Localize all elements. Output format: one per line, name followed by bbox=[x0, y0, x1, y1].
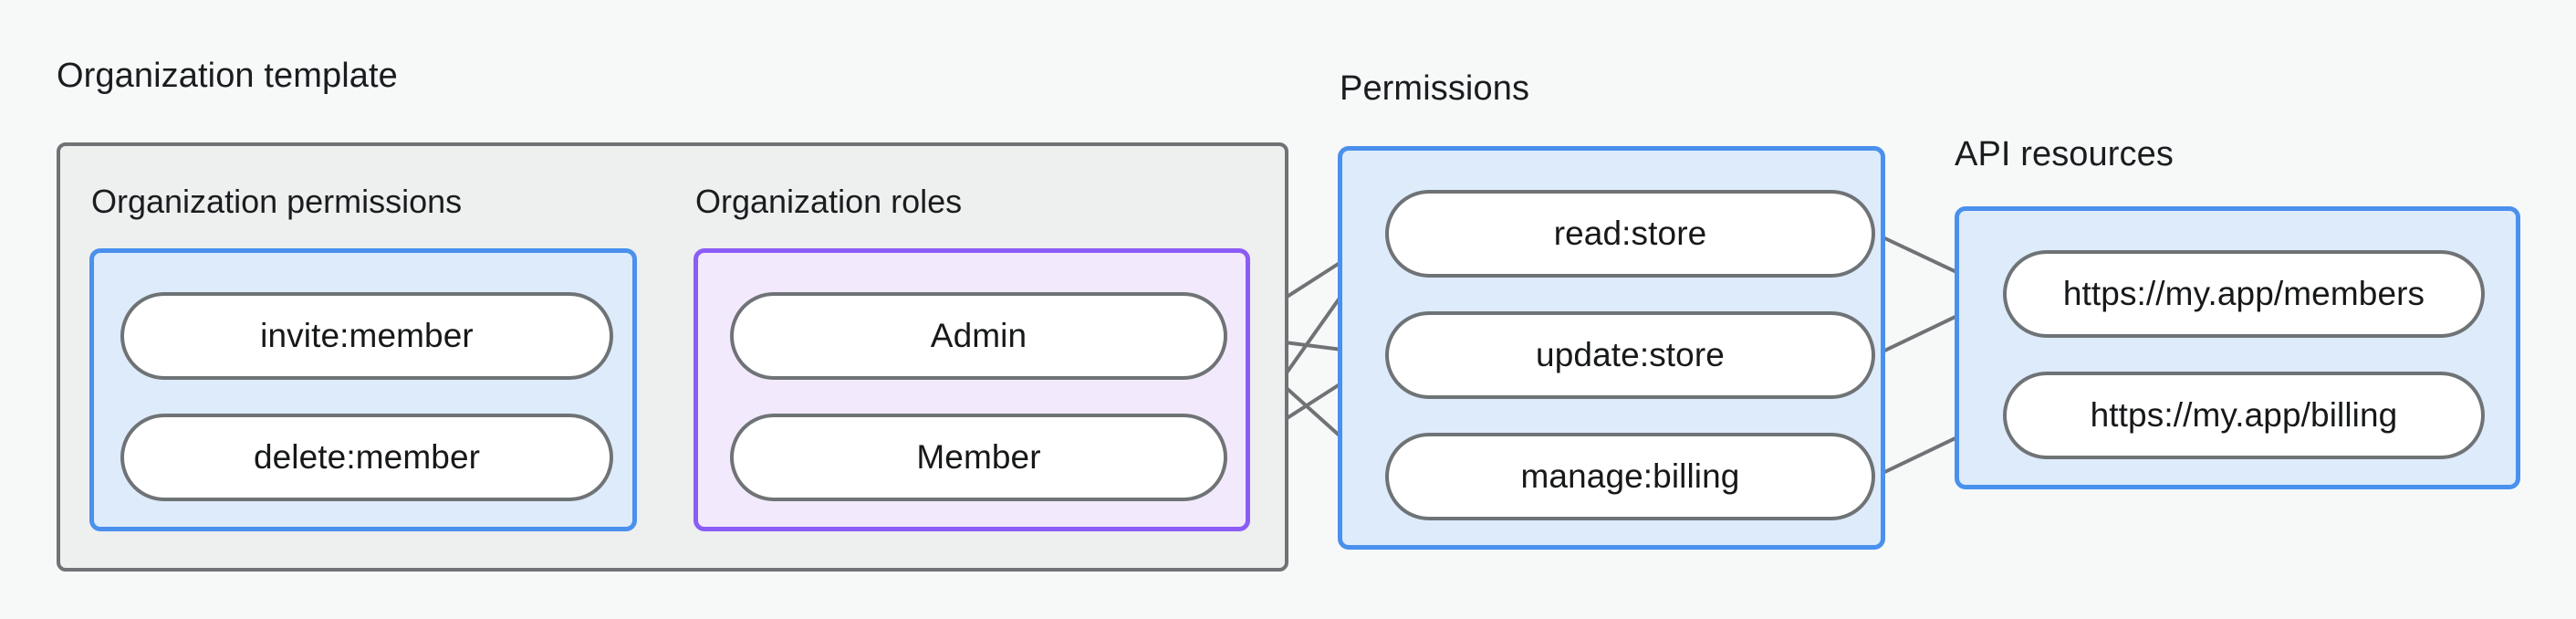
node-billing-url[interactable]: https://my.app/billing bbox=[2003, 372, 2485, 459]
node-billing-url-label: https://my.app/billing bbox=[2090, 396, 2398, 434]
node-read-store[interactable]: read:store bbox=[1385, 190, 1875, 278]
permissions-title: Permissions bbox=[1340, 69, 1530, 108]
organization-permissions-title: Organization permissions bbox=[91, 183, 463, 220]
node-delete-member-label: delete:member bbox=[253, 438, 481, 476]
node-update-store[interactable]: update:store bbox=[1385, 311, 1875, 399]
node-manage-billing[interactable]: manage:billing bbox=[1385, 433, 1875, 520]
organization-roles-title: Organization roles bbox=[695, 183, 963, 220]
node-read-store-label: read:store bbox=[1553, 215, 1707, 252]
node-members-url[interactable]: https://my.app/members bbox=[2003, 250, 2485, 338]
node-member[interactable]: Member bbox=[730, 414, 1227, 501]
node-manage-billing-label: manage:billing bbox=[1520, 457, 1740, 495]
node-invite-member-label: invite:member bbox=[260, 317, 474, 354]
node-delete-member[interactable]: delete:member bbox=[120, 414, 613, 501]
node-admin[interactable]: Admin bbox=[730, 292, 1227, 380]
node-update-store-label: update:store bbox=[1536, 336, 1725, 373]
node-admin-label: Admin bbox=[930, 317, 1027, 354]
organization-template-title: Organization template bbox=[57, 57, 398, 95]
node-members-url-label: https://my.app/members bbox=[2062, 275, 2425, 312]
node-member-label: Member bbox=[916, 438, 1041, 476]
node-invite-member[interactable]: invite:member bbox=[120, 292, 613, 380]
api-resources-title: API resources bbox=[1955, 135, 2174, 173]
